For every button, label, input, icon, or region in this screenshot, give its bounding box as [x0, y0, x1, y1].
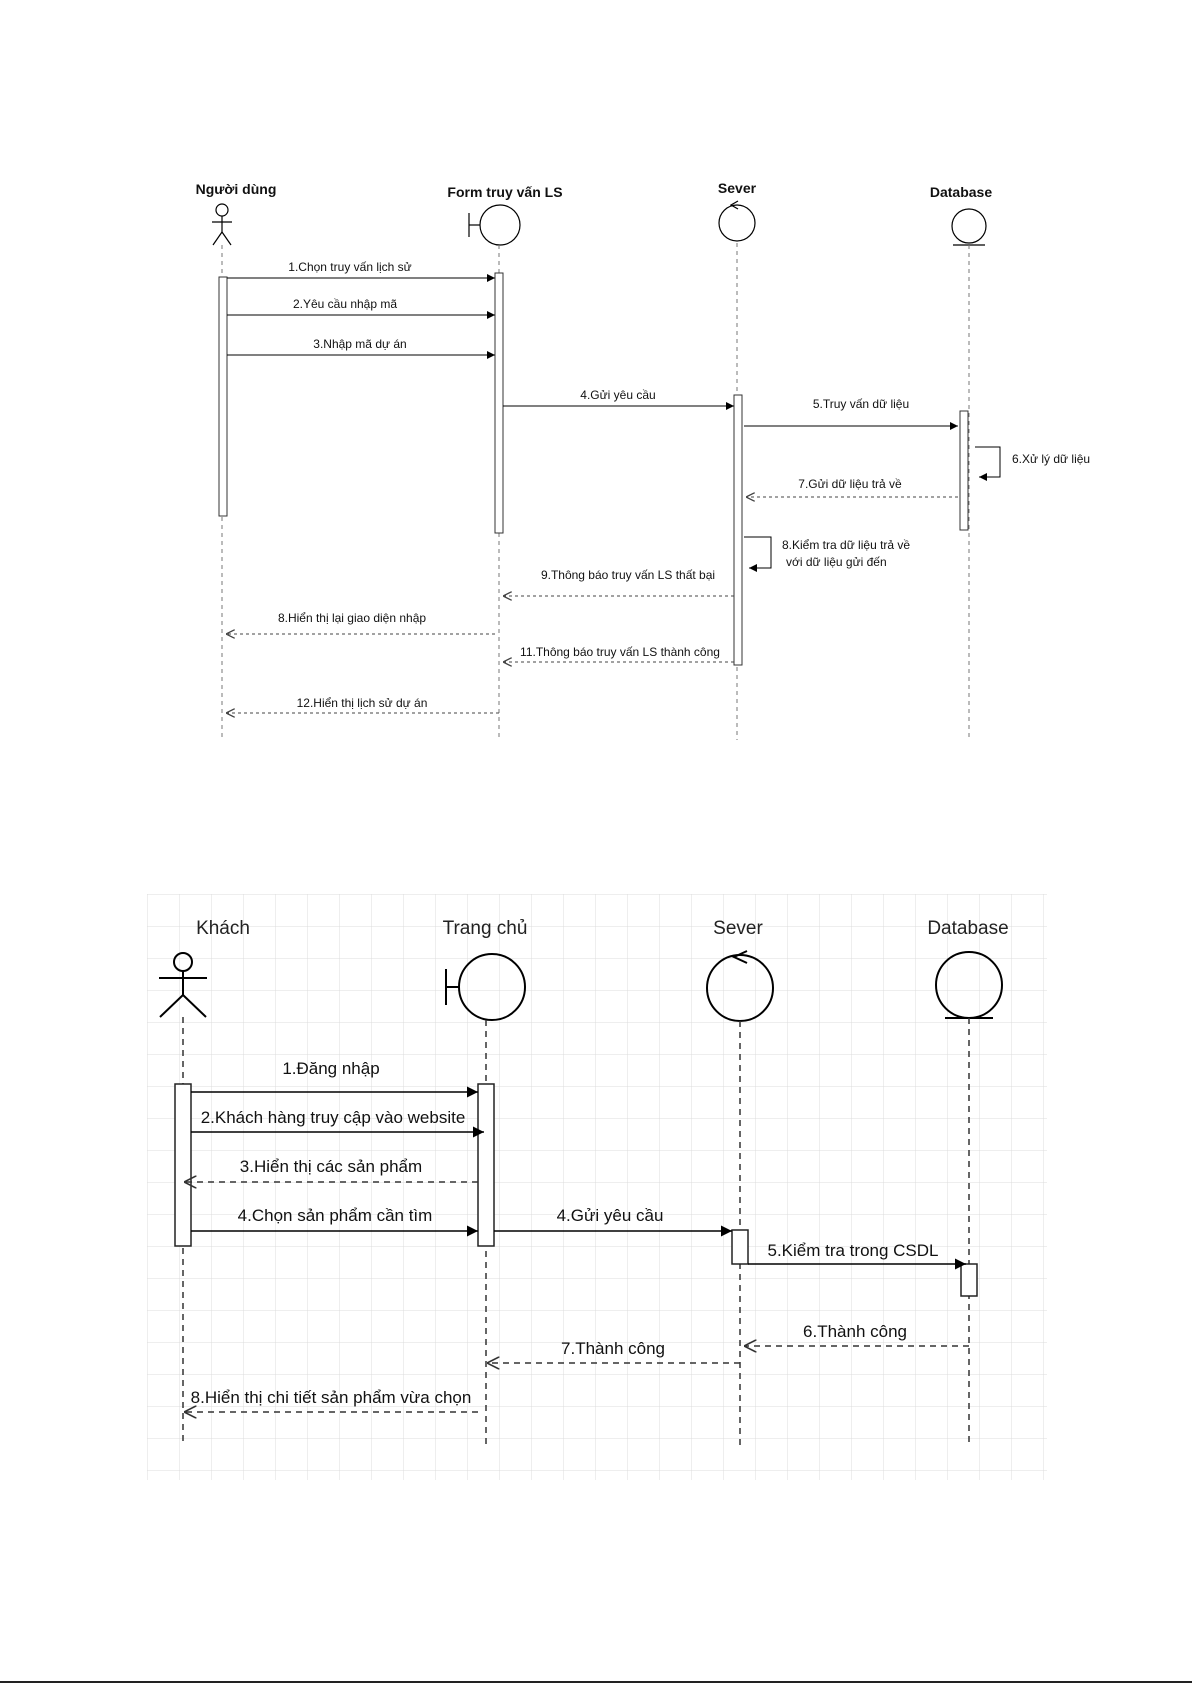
message-label: 1.Đăng nhập: [282, 1059, 379, 1078]
actor-label-user: Người dùng: [196, 181, 277, 197]
message-label: 2.Yêu cầu nhập mã: [293, 297, 397, 311]
self-message-arrow: [744, 536, 772, 572]
actor-stickman-icon: [212, 203, 232, 246]
message-label: 9.Thông báo truy vấn LS thất bại: [541, 568, 715, 582]
message-label: 3.Nhập mã dự án: [313, 337, 406, 351]
message-label: 4.Chọn sản phẩm cần tìm: [238, 1206, 433, 1225]
sequence-diagram-1: Người dùng Form truy vấn LS Sever Databa…: [196, 180, 1090, 740]
message-label: 8.Hiển thị lại giao diện nhập: [278, 611, 426, 625]
message-label: 6.Thành công: [803, 1322, 907, 1341]
message-label: 5.Kiểm tra trong CSDL: [767, 1241, 938, 1260]
message-label: 4.Gửi yêu cầu: [580, 388, 655, 402]
message-label: 4.Gửi yêu cầu: [557, 1206, 664, 1225]
message-label: 12.Hiển thị lịch sử dự án: [297, 696, 428, 710]
message-label: 5.Truy vấn dữ liệu: [813, 397, 909, 411]
message-label: 11.Thông báo truy vấn LS thành công: [520, 645, 720, 659]
activation-server: [733, 394, 743, 666]
message-label: 2.Khách hàng truy cập vào website: [201, 1108, 466, 1127]
actor-label-guest: Khách: [196, 918, 250, 939]
actor-label-db: Database: [927, 918, 1008, 939]
control-icon: [718, 200, 756, 242]
activation-db: [960, 1263, 978, 1297]
message-label: 8.Kiểm tra dữ liệu trả về: [782, 538, 910, 552]
actor-stickman-icon: [159, 952, 207, 1018]
actor-label-server: Sever: [713, 918, 763, 939]
message-label: 7.Thành công: [561, 1339, 665, 1358]
page-bottom-border: [0, 1681, 1192, 1683]
grid-background: [147, 894, 1047, 1480]
activation-user: [218, 276, 228, 517]
activation-guest: [174, 1083, 192, 1247]
message-label: 8.Hiển thị chi tiết sản phẩm vừa chọn: [191, 1388, 472, 1407]
boundary-icon: [468, 204, 521, 246]
message-label: 7.Gửi dữ liệu trả về: [798, 477, 902, 491]
message-label: 6.Xử lý dữ liệu: [1012, 452, 1090, 466]
activation-home: [477, 1083, 495, 1247]
message-label: với dữ liệu gửi đến: [786, 555, 887, 569]
message-label: 3.Hiển thị các sản phẩm: [240, 1157, 422, 1176]
activation-form: [494, 272, 504, 534]
actor-label-db: Database: [930, 184, 992, 200]
actor-label-home: Trang chủ: [443, 918, 528, 939]
actor-label-server: Sever: [718, 180, 757, 196]
entity-icon: [951, 208, 987, 246]
activation-db: [959, 410, 969, 531]
activation-server: [731, 1229, 749, 1265]
sequence-diagram-2: Khách Trang chủ Sever Database: [147, 894, 1047, 1480]
self-message-arrow: [975, 446, 1001, 481]
message-label: 1.Chọn truy vấn lịch sử: [288, 260, 411, 274]
actor-label-form: Form truy vấn LS: [447, 184, 562, 200]
boundary-icon: [445, 953, 526, 1021]
